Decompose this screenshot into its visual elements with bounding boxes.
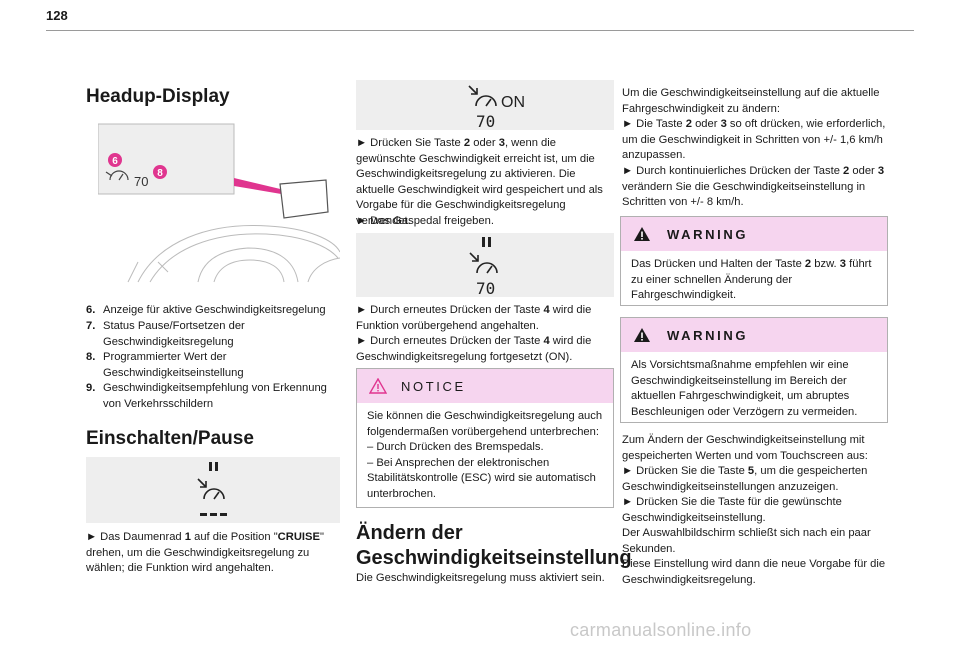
dashes-icon xyxy=(200,513,227,516)
warning-label-1: WARNING xyxy=(667,227,749,242)
paragraph-taste-2-3: ► Die Taste 2 oder 3 so oft drücken, wie… xyxy=(622,118,886,162)
paragraph-neue-vorgabe: Diese Einstellung wird dann die neue Vor… xyxy=(622,558,886,586)
badge-6: 6 xyxy=(112,156,118,167)
headup-display-figure: 70 6 8 xyxy=(98,123,340,283)
paragraph-auswahlbildschirm: Der Auswahlbildschirm schließt sich nach… xyxy=(622,527,871,555)
paragraph-daumenrad: ► Das Daumenrad 1 auf die Position "CRUI… xyxy=(86,531,324,575)
notice-box: NOTICE Sie können die Geschwindigkeitsre… xyxy=(356,368,614,508)
speedometer-icon xyxy=(105,170,129,181)
warning-triangle-icon xyxy=(634,227,650,241)
on-label: ON xyxy=(501,94,525,111)
section-heading-aendern: Ändern der Geschwindigkeitseinstellung xyxy=(356,522,632,569)
speed-70-label: 70 xyxy=(476,279,495,297)
pause-figure xyxy=(86,457,340,523)
notice-label: NOTICE xyxy=(401,379,466,394)
page-number: 128 xyxy=(46,8,68,23)
paragraph-um-die: Um die Geschwindigkeitseinstellung auf d… xyxy=(622,87,880,115)
paragraph-fortsetzen: ► Durch erneutes Drücken der Taste 4 wir… xyxy=(356,335,592,363)
notice-header: NOTICE xyxy=(357,369,613,403)
warning-label-2: WARNING xyxy=(667,328,749,343)
watermark: carmanualsonline.info xyxy=(570,620,752,640)
warning-body-2: Als Vorsichtsmaßnahme empfehlen wir eine… xyxy=(631,359,858,418)
paragraph-gaspedal: ► Das Gaspedal freigeben. xyxy=(356,215,494,227)
pause-icon xyxy=(209,462,218,471)
warning-triangle-icon xyxy=(634,328,650,342)
warning-body-1: Das Drücken und Halten der Taste 2 bzw. … xyxy=(631,258,872,302)
warning-header-2: WARNING xyxy=(621,318,887,352)
speedometer-icon xyxy=(469,252,498,274)
paragraph-aktiviert: Die Geschwindigkeitsregelung muss aktivi… xyxy=(356,572,605,584)
pause-speed-figure: 70 xyxy=(356,233,614,297)
section-heading-einschalten: Einschalten/Pause xyxy=(86,428,254,449)
warning-box-1: WARNING Das Drücken und Halten der Taste… xyxy=(620,216,888,306)
speed-70-label: 70 xyxy=(476,112,495,130)
paragraph-taste-5: ► Drücken Sie die Taste 5, um die gespei… xyxy=(622,465,868,493)
notice-triangle-icon xyxy=(369,378,387,394)
top-divider xyxy=(46,30,914,31)
badge-8: 8 xyxy=(157,168,163,179)
hud-speed-text: 70 xyxy=(134,174,148,189)
paragraph-aktivieren: ► Drücken Sie Taste 2 oder 3, wenn die g… xyxy=(356,137,603,227)
notice-body: Sie können die Geschwindigkeitsregelung … xyxy=(367,410,603,500)
paragraph-kontinuierlich: ► Durch kontinuierliches Drücken der Tas… xyxy=(622,165,885,209)
paragraph-gewuenschte: ► Drücken Sie die Taste für die gewünsch… xyxy=(622,496,842,524)
speedometer-icon xyxy=(197,478,225,500)
section-heading-headup: Headup-Display xyxy=(86,86,230,107)
warning-box-2: WARNING Als Vorsichtsmaßnahme empfehlen … xyxy=(620,317,888,423)
paragraph-anhalten: ► Durch erneutes Drücken der Taste 4 wir… xyxy=(356,304,592,332)
pause-icon xyxy=(482,237,491,247)
warning-header-1: WARNING xyxy=(621,217,887,251)
on-figure: ON 70 xyxy=(356,80,614,130)
speedometer-icon xyxy=(468,85,497,107)
paragraph-gespeicherte-werte: Zum Ändern der Geschwindigkeitseinstellu… xyxy=(622,434,868,462)
